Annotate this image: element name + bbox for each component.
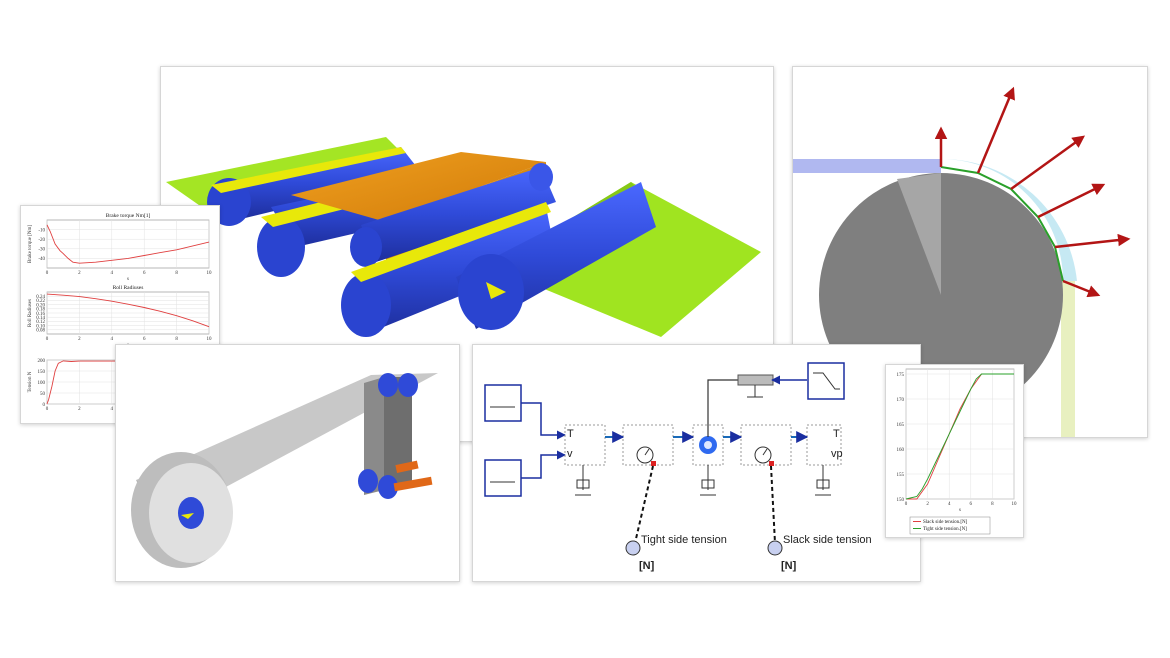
x-tick-label: 6 xyxy=(143,271,146,276)
x-tick-label: 4 xyxy=(111,271,114,276)
x-tick-label: 0 xyxy=(46,407,49,412)
y-tick-label: 150 xyxy=(38,370,46,375)
tight-side-tension-label: Tight side tension xyxy=(641,534,727,546)
x-tick-label: 6 xyxy=(970,502,973,507)
block-diagram: T v T vp xyxy=(484,362,872,572)
block-diagram-panel: T v T vp xyxy=(472,344,921,582)
x-tick-label: 4 xyxy=(948,502,951,507)
web-sink-block[interactable] xyxy=(806,424,842,466)
x-tick-label: 10 xyxy=(207,271,213,276)
y-tick-label: 0.08 xyxy=(36,329,45,334)
t-label: T xyxy=(833,428,840,440)
legend-box xyxy=(909,516,991,535)
y-tick-label: 200 xyxy=(38,359,46,364)
y-tick-label: -10 xyxy=(38,228,45,233)
spring-damper-icon xyxy=(575,465,831,496)
y-tick-label: 155 xyxy=(897,473,905,478)
constant-signal-block[interactable] xyxy=(484,459,522,497)
series-line xyxy=(46,224,210,264)
y-tick-label: -20 xyxy=(38,238,45,243)
v-label: v xyxy=(567,448,573,460)
y-axis-label: Roll Radiuses xyxy=(28,299,33,327)
chart-title: Roll Radiuses xyxy=(113,285,144,291)
x-tick-label: 8 xyxy=(175,337,178,342)
slack-side-tension-label: Slack side tension xyxy=(783,534,872,546)
vp-label: vp xyxy=(831,448,843,460)
y-tick-label: -40 xyxy=(38,257,45,262)
chart-title: Brake torque Nm[1] xyxy=(106,213,151,219)
series-line xyxy=(46,293,210,328)
y-tick-label: 170 xyxy=(897,398,905,403)
x-tick-label: 8 xyxy=(991,502,994,507)
belt-3d-render xyxy=(131,373,438,568)
span-block[interactable] xyxy=(740,424,792,466)
belt-render-panel xyxy=(115,344,460,582)
roller xyxy=(178,497,204,529)
y-axis-label: Tension N xyxy=(28,371,33,392)
y-axis-label: Brake torque [Nm] xyxy=(28,225,33,263)
roller xyxy=(207,147,423,226)
span-block[interactable] xyxy=(622,424,674,466)
y-tick-label: 0 xyxy=(43,403,46,408)
y-tick-label: 0.14 xyxy=(36,316,45,321)
y-tick-label: 165 xyxy=(897,423,905,428)
x-tick-label: 2 xyxy=(78,337,81,342)
x-tick-label: 4 xyxy=(111,337,114,342)
x-axis-label: s xyxy=(127,277,129,282)
roller-3d-render xyxy=(166,137,761,337)
x-axis-label: s xyxy=(959,508,961,513)
slack-side-unit: [N] xyxy=(781,560,797,572)
roller xyxy=(378,373,398,397)
roller xyxy=(341,202,556,337)
y-tick-label: 0.18 xyxy=(36,308,45,313)
t-label: T xyxy=(567,428,574,440)
roller xyxy=(456,182,656,330)
x-tick-label: 0 xyxy=(905,502,908,507)
slack-side-output[interactable] xyxy=(767,540,783,556)
tight-side-unit: [N] xyxy=(639,560,655,572)
roller xyxy=(398,373,418,397)
y-tick-label: 0.10 xyxy=(36,324,45,329)
roller xyxy=(358,469,378,493)
x-tick-label: 2 xyxy=(78,407,81,412)
x-tick-label: 2 xyxy=(926,502,929,507)
y-tick-label: 0.16 xyxy=(36,312,45,317)
y-tick-label: 175 xyxy=(897,373,905,378)
force-vectors xyxy=(934,86,1131,298)
legend-entry: Slack side tension.[N] xyxy=(923,520,968,525)
x-tick-label: 0 xyxy=(46,271,49,276)
roller xyxy=(350,163,556,267)
y-tick-label: 100 xyxy=(38,381,46,386)
plot-area xyxy=(46,219,210,269)
plot-area xyxy=(905,368,1015,500)
y-tick-label: -30 xyxy=(38,248,45,253)
ramp-signal-icon[interactable] xyxy=(807,362,845,400)
series-line xyxy=(905,373,1014,500)
x-tick-label: 6 xyxy=(143,337,146,342)
y-tick-label: 50 xyxy=(40,392,46,397)
y-tick-label: 0.24 xyxy=(36,295,45,300)
legend: Slack side tension.[N] Tight side tension… xyxy=(909,516,991,535)
legend-entry: Tight side tension.[N] xyxy=(923,527,967,532)
roller-render-panel xyxy=(160,66,774,442)
y-tick-label: 0.20 xyxy=(36,303,45,308)
y-tick-label: 0.12 xyxy=(36,320,45,325)
y-tick-label: 160 xyxy=(897,448,905,453)
y-tick-label: 0.22 xyxy=(36,299,45,304)
constant-signal-block[interactable] xyxy=(484,384,522,422)
x-tick-label: 10 xyxy=(1012,502,1018,507)
x-tick-label: 8 xyxy=(175,271,178,276)
x-tick-label: 4 xyxy=(111,407,114,412)
roller xyxy=(378,475,398,499)
web-source-block[interactable] xyxy=(564,424,606,466)
y-tick-label: 150 xyxy=(897,498,905,503)
x-tick-label: 10 xyxy=(207,337,213,342)
x-tick-label: 2 xyxy=(78,271,81,276)
tight-side-output[interactable] xyxy=(625,540,641,556)
x-tick-label: 0 xyxy=(46,337,49,342)
